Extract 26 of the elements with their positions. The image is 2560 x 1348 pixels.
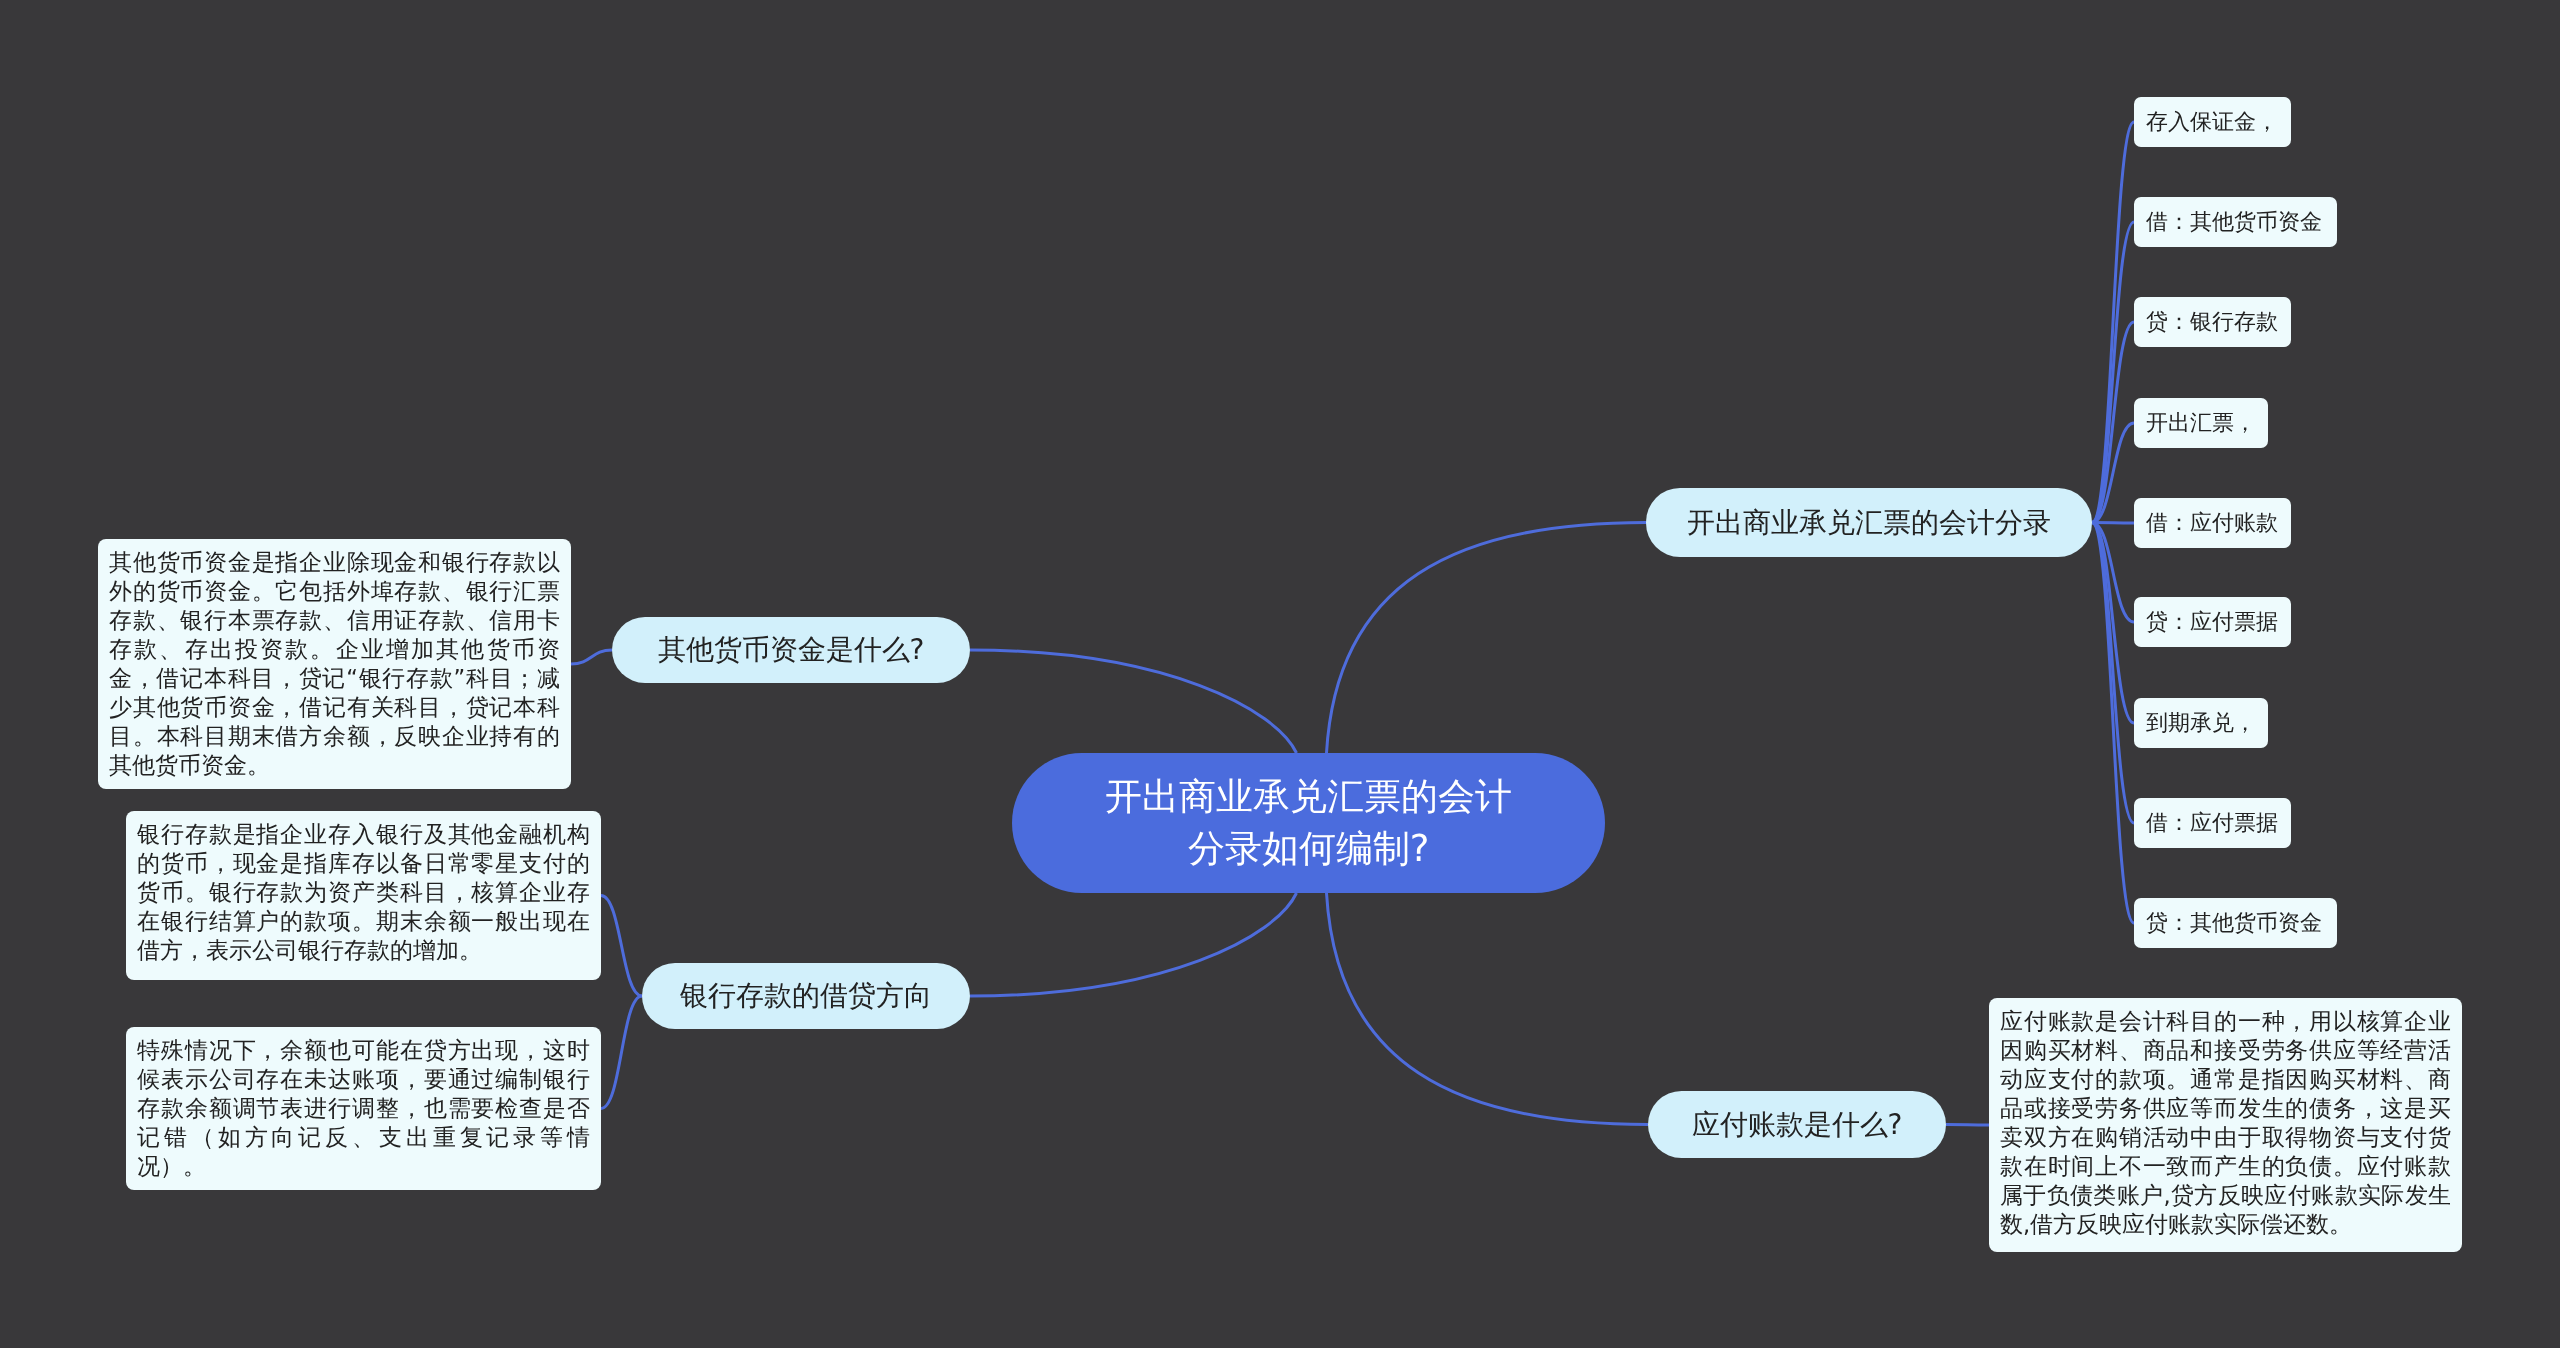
note-box: 银行存款是指企业存入银行及其他金融机构的货币，现金是指库存以备日常零星支付的货币。银行存款为资产类科目，核算企业存在银行结算户的款项。期末余额一般出现在借方，表示公司银行存款的增加。 bbox=[126, 811, 601, 980]
connector-line bbox=[570, 648, 613, 666]
connector-line bbox=[1946, 1123, 1989, 1127]
topic-bubble: 银行存款的借贷方向 bbox=[642, 963, 970, 1029]
entry-box: 贷：其他货币资金 bbox=[2134, 898, 2337, 948]
entry-box: 借：其他货币资金 bbox=[2134, 197, 2337, 247]
connector-line bbox=[600, 894, 643, 998]
note-box: 特殊情况下，余额也可能在贷方出现，这时候表示公司存在未达账项，要通过编制银行存款余额调节表进行调整，也需要检查是否记错（如方向记反、支出重复记录等情况）。 bbox=[126, 1027, 601, 1190]
entry-box: 借：应付票据 bbox=[2134, 798, 2291, 848]
topic-bubble: 开出商业承兑汇票的会计分录 bbox=[1646, 488, 2092, 557]
connector-line bbox=[969, 892, 1298, 998]
connector-line bbox=[969, 648, 1298, 754]
entry-box: 贷：应付票据 bbox=[2134, 597, 2291, 647]
entry-box: 存入保证金， bbox=[2134, 97, 2291, 147]
central-topic: 开出商业承兑汇票的会计分录如何编制? bbox=[1012, 753, 1605, 893]
entry-box: 到期承兑， bbox=[2134, 698, 2268, 748]
topic-bubble: 其他货币资金是什么? bbox=[612, 617, 970, 683]
topic-bubble: 应付账款是什么? bbox=[1648, 1091, 1946, 1158]
entry-box: 开出汇票， bbox=[2134, 398, 2268, 448]
note-box: 其他货币资金是指企业除现金和银行存款以外的货币资金。它包括外埠存款、银行汇票存款、银行本票存款、信用证存款、信用卡存款、存出投资款。企业增加其他货币资金，借记本科目，贷记“银行存款”科目；减少其他货币资金，借记有关科目，贷记本科目。本科目期末借方余额，反映企业持有的其他货币资金。 bbox=[98, 539, 571, 789]
note-box: 应付账款是会计科目的一种，用以核算企业因购买材料、商品和接受劳务供应等经营活动应支付的款项。通常是指因购买材料、商品或接受劳务供应等而发生的债务，这是买卖双方在购销活动中由于取得物资与支付货款在时间上不一致而产生的负债。应付账款属于负债类账户,贷方反映应付账款实际发生数,借方反映应付账款实际偿还数。 bbox=[1989, 998, 2462, 1252]
connector-line bbox=[1325, 521, 1647, 754]
connector-line bbox=[1325, 892, 1649, 1126]
entry-box: 贷：银行存款 bbox=[2134, 297, 2291, 347]
entry-box: 借：应付账款 bbox=[2134, 498, 2291, 548]
connector-line bbox=[600, 994, 643, 1110]
